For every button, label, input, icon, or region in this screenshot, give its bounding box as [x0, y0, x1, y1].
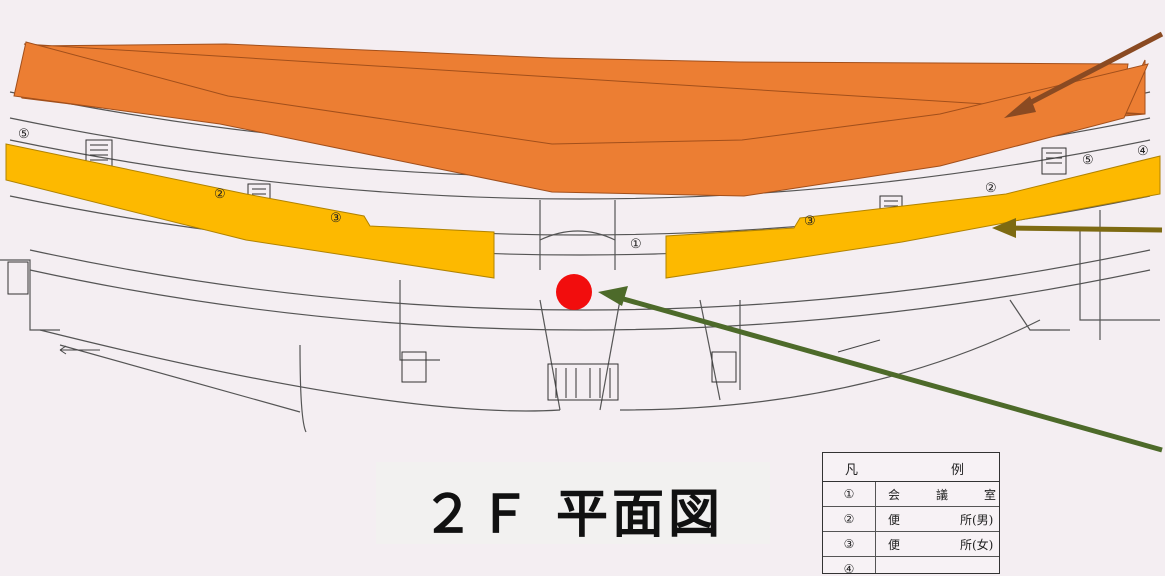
- room-label-4-right: ④: [1137, 144, 1149, 159]
- legend-num: ①: [823, 482, 876, 506]
- room-label-3-left: ③: [330, 211, 342, 226]
- legend-header-right: 例: [951, 463, 965, 478]
- legend-num: ③: [823, 532, 876, 556]
- arrow-head-olive: [992, 218, 1016, 238]
- legend-header-left: 凡: [845, 463, 859, 478]
- lower-right-band: [665, 155, 1161, 279]
- legend-row: ① 会 議 室: [823, 482, 999, 507]
- arrow-head-green: [598, 286, 628, 306]
- room-label-2-left: ②: [214, 187, 226, 202]
- plan-title-box: ２Ｆ 平面図: [376, 462, 770, 545]
- legend-num: ②: [823, 507, 876, 531]
- legend-header: 凡 例: [823, 453, 999, 482]
- room-labels: ⑤ ② ③ ① ③ ② ⑤ ④: [18, 127, 1149, 252]
- room-label-1: ①: [630, 237, 642, 252]
- legend-label: 会 議 室: [888, 487, 997, 502]
- upper-band: [13, 41, 1149, 197]
- legend-num: ④: [823, 557, 876, 573]
- arrow-head-brown: [1004, 96, 1036, 118]
- plan-arrows: [59, 329, 1070, 355]
- plan-title: ２Ｆ 平面図: [421, 485, 725, 545]
- legend-label: 便 所(女): [888, 537, 994, 552]
- legend-row: ② 便 所(男): [823, 507, 999, 532]
- building-linework: [0, 91, 1160, 433]
- room-label-5-left: ⑤: [18, 127, 30, 142]
- legend-table: 凡 例 ① 会 議 室 ② 便 所(男) ③ 便 所(女) ④: [822, 452, 1000, 574]
- room-label-5-right: ⑤: [1082, 153, 1094, 168]
- current-location-marker: [556, 274, 592, 310]
- annotation-arrows: [598, 31, 1164, 453]
- room-label-3-right: ③: [804, 214, 816, 229]
- legend-row: ④: [823, 557, 999, 573]
- room-label-2-right: ②: [985, 181, 997, 196]
- legend-row: ③ 便 所(女): [823, 532, 999, 557]
- legend-label: 便 所(男): [888, 512, 994, 527]
- lower-left-band: [5, 143, 495, 279]
